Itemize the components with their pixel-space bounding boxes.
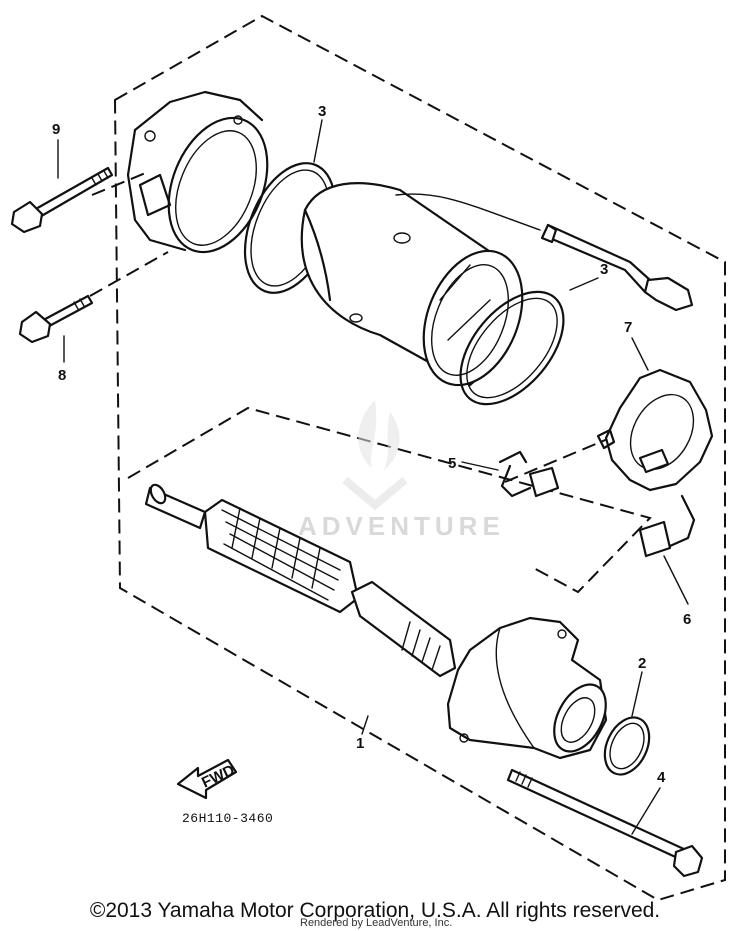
callout-1: 1 [356, 735, 364, 752]
armature-1 [144, 483, 457, 678]
yoke-housing [300, 182, 694, 387]
armature-dashed-box [127, 406, 652, 594]
rear-cover [126, 90, 269, 254]
leader-6 [663, 555, 689, 605]
fwd-arrow: FWD [176, 758, 237, 800]
callout-8: 8 [58, 367, 66, 384]
callout-4: 4 [657, 769, 666, 786]
watermark-logo [342, 400, 408, 511]
callout-9: 9 [52, 121, 60, 138]
watermark-text: ADVENTURE [298, 511, 505, 541]
front-cover [446, 616, 608, 760]
brush-6 [638, 494, 696, 558]
bolt-leader-dashed-8 [89, 251, 169, 297]
brush-leader-dashed [504, 437, 611, 483]
o-ring-2 [603, 716, 651, 776]
o-ring-3b [459, 290, 565, 406]
bolt-8 [18, 294, 94, 344]
callout-7: 7 [624, 319, 632, 336]
callout-6: 6 [683, 611, 691, 628]
leader-4 [631, 787, 661, 835]
assembly-dashed-outline [113, 14, 726, 902]
leader-3b [569, 277, 599, 291]
brush-5 [498, 450, 560, 498]
callout-3a: 3 [318, 103, 326, 120]
long-bolt-4 [506, 768, 704, 878]
rendered-by-text: Rendered by LeadVenture, Inc. [300, 917, 452, 929]
bolt-9 [10, 166, 114, 234]
leader-2 [631, 671, 643, 717]
leader-1 [361, 715, 369, 735]
bolt-leader-dashed-9 [91, 171, 149, 196]
brush-plate-7 [596, 368, 714, 492]
callout-5: 5 [448, 455, 456, 472]
diagram-code: 26H110-3460 [182, 811, 273, 826]
leader-3a [313, 119, 323, 163]
leader-7 [631, 337, 649, 371]
copyright-notice: ©2013 Yamaha Motor Corporation, U.S.A. A… [89, 899, 661, 922]
callout-2: 2 [638, 655, 646, 672]
callout-3b: 3 [600, 261, 608, 278]
leader-5 [461, 461, 499, 471]
